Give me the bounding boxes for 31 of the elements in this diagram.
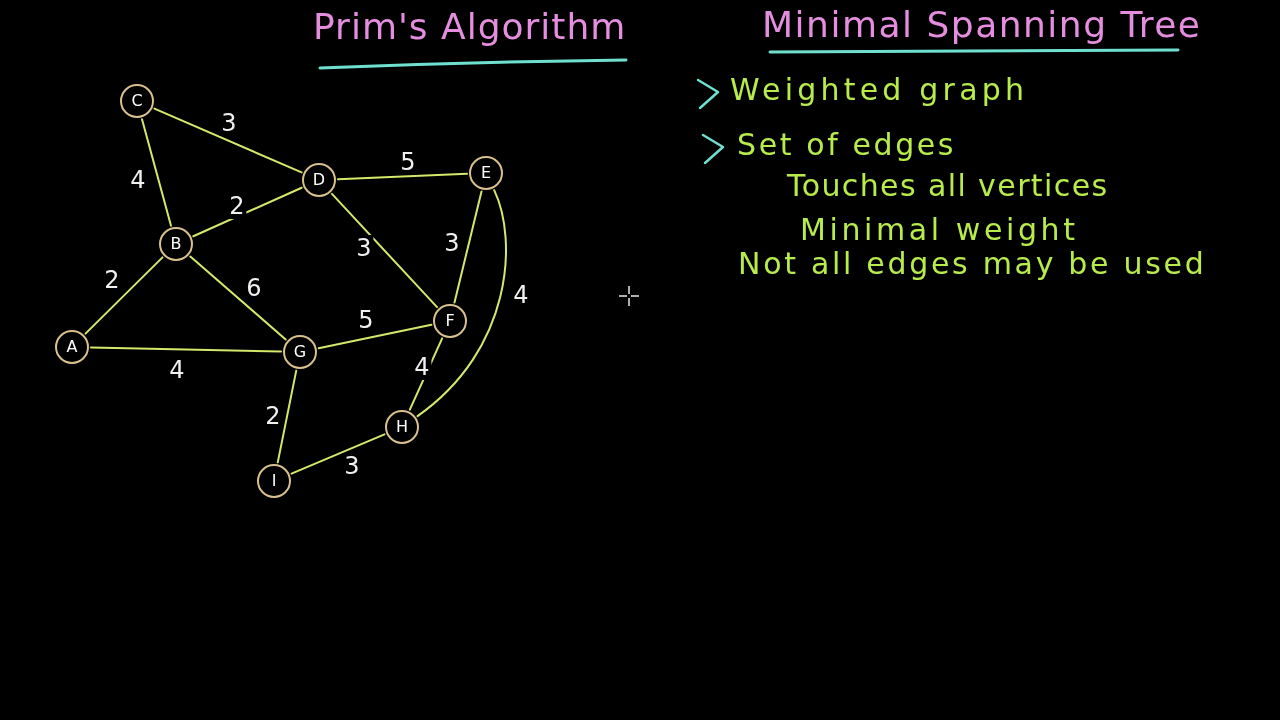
edge-weight-label: 4 <box>412 354 432 380</box>
title: Prim's Algorithm <box>313 6 627 48</box>
vertex-circle: G <box>283 335 317 369</box>
note-text: Set of edges <box>737 127 957 163</box>
vertex-circle: D <box>302 163 336 197</box>
note-text: Minimal weight <box>800 212 1079 248</box>
vertex-circle: I <box>257 464 291 498</box>
graph-edge <box>90 346 282 353</box>
note-text: Touches all vertices <box>787 168 1109 204</box>
graph-edge <box>317 323 433 350</box>
note-text: Weighted graph <box>730 72 1029 108</box>
graph-edge <box>141 118 172 227</box>
vertex-circle: H <box>385 410 419 444</box>
graph-edge <box>153 107 303 174</box>
graph-edge <box>276 369 298 464</box>
graph-edge <box>290 433 386 475</box>
vertex-circle: F <box>433 304 467 338</box>
vertex-circle: C <box>120 84 154 118</box>
vertex-circle: B <box>159 227 193 261</box>
note-text: Not all edges may be used <box>738 246 1207 282</box>
heading: Minimal Spanning Tree <box>762 4 1202 46</box>
edge-weight-label: 2 <box>227 193 247 219</box>
graph-edge <box>337 172 468 181</box>
vertex-circle: A <box>55 330 89 364</box>
graph-edge <box>189 255 287 341</box>
graph-edge <box>192 186 303 238</box>
vertex-circle: E <box>469 156 503 190</box>
graph-edge <box>330 192 439 309</box>
graph-edge <box>84 256 164 335</box>
graph-edge <box>453 190 483 304</box>
graph-edge <box>416 189 507 418</box>
